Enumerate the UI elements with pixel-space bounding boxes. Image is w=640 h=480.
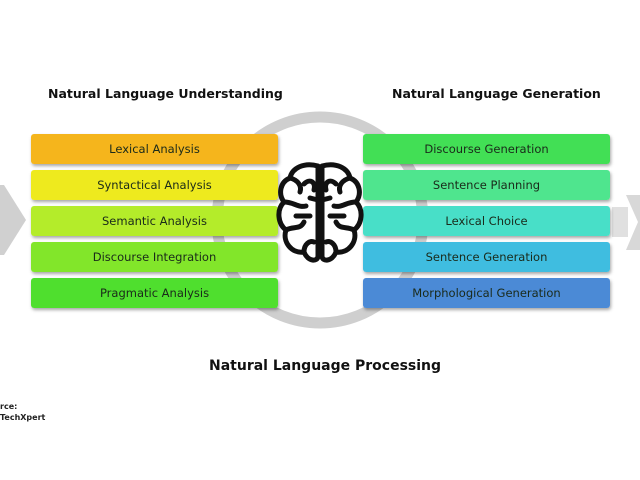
diagram-title: Natural Language Processing — [209, 358, 442, 374]
brain-icon — [276, 162, 364, 263]
understanding-step-0: Lexical Analysis — [31, 134, 278, 164]
left-arrow-icon — [0, 185, 26, 255]
understanding-step-1: Syntactical Analysis — [31, 170, 278, 200]
generation-step-2: Lexical Choice — [363, 206, 610, 236]
understanding-step-3: Discourse Integration — [31, 242, 278, 272]
understanding-heading: Natural Language Understanding — [48, 86, 283, 101]
generation-heading: Natural Language Generation — [392, 86, 601, 101]
source-label: rce: — [0, 402, 18, 411]
generation-step-4: Morphological Generation — [363, 278, 610, 308]
understanding-step-4: Pragmatic Analysis — [31, 278, 278, 308]
source-name: TechXpert — [0, 413, 46, 422]
generation-step-1: Sentence Planning — [363, 170, 610, 200]
right-arrow-icon — [612, 195, 640, 250]
generation-step-0: Discourse Generation — [363, 134, 610, 164]
generation-step-3: Sentence Generation — [363, 242, 610, 272]
understanding-step-2: Semantic Analysis — [31, 206, 278, 236]
source-credit: rce: TechXpert — [0, 401, 45, 423]
